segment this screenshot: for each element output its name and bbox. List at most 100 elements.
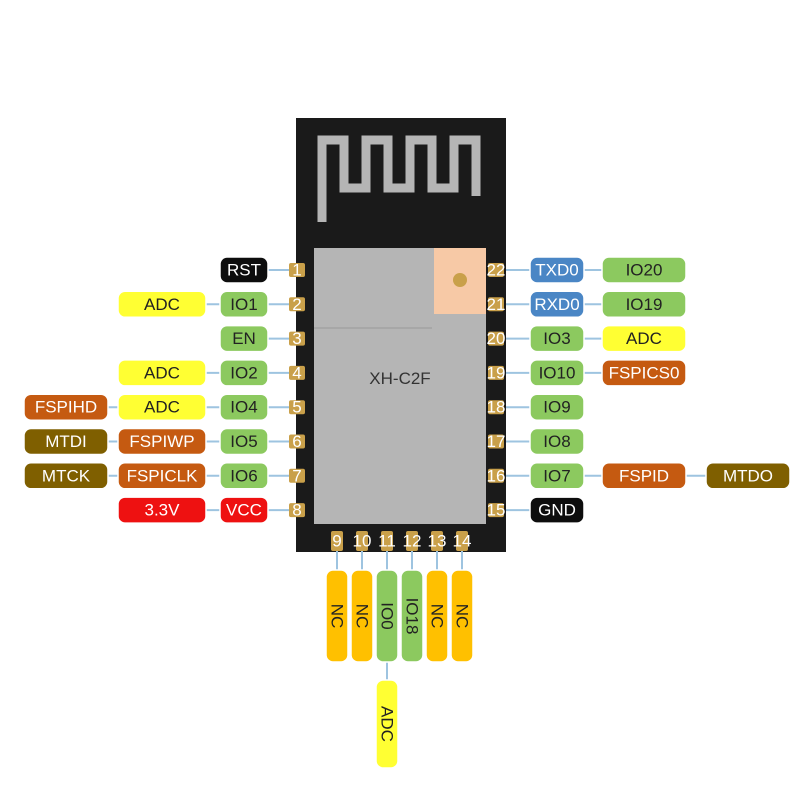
pad-left-3 [289, 331, 305, 346]
pin-11-label-1-box [375, 569, 399, 663]
pin-8-label-1-box [219, 496, 269, 524]
pin-17-label-1-box [529, 427, 585, 456]
pin-6-label-3-box [23, 427, 109, 456]
pin-12-label-1: IO18 [400, 569, 424, 663]
pad-number-22: 22 [487, 261, 506, 280]
pin-2-label-1-text: IO1 [230, 295, 257, 314]
pad-left-6 [289, 434, 305, 449]
pin-9-label-1-text: NC [328, 604, 347, 629]
pin-13-label-1: NC [425, 569, 449, 663]
pin-7-label-3: MTCK [23, 462, 109, 490]
pin-7-label-1: IO6 [219, 462, 269, 490]
pin-13-label-1-text: NC [428, 604, 447, 629]
pin-2-label-2-box [117, 290, 207, 319]
pin-11-label-2-box [375, 679, 399, 769]
pin-16-label-2: FSPID [601, 462, 687, 490]
pin-13-label-1-box [425, 569, 449, 663]
pin-19-label-2-text: FSPICS0 [609, 363, 680, 382]
pin-4-label-1: IO2 [219, 359, 269, 387]
pin-20-label-1: IO3 [529, 324, 585, 353]
pin-18-label-1: IO9 [529, 393, 585, 421]
pin-14-label-1-box [450, 569, 474, 663]
pad-number-14: 14 [453, 532, 472, 551]
pin-21-label-2-text: IO19 [626, 295, 663, 314]
pad-left-4 [289, 365, 305, 380]
pin-22-label-1-text: TXD0 [535, 261, 578, 280]
pin-6-label-3-text: MTDI [45, 432, 87, 451]
pad-left-7 [289, 468, 305, 483]
pad-left-5 [289, 400, 305, 415]
pad-number-4: 4 [292, 363, 301, 382]
pin-7-label-3-text: MTCK [42, 466, 91, 485]
pin-3-label-1: EN [219, 324, 269, 353]
pad-number-5: 5 [292, 398, 301, 417]
pin-17-label-1-text: IO8 [543, 432, 570, 451]
pad-number-3: 3 [292, 329, 301, 348]
pad-right-20 [488, 331, 504, 346]
pin-4-label-1-box [219, 359, 269, 387]
pin-20-label-2: ADC [601, 324, 687, 353]
pin-19-label-1: IO10 [529, 359, 585, 387]
antenna-pad-dot [453, 273, 467, 287]
pin-9-label-1: NC [325, 569, 349, 663]
pin-12-label-1-box [400, 569, 424, 663]
pin-21-label-1-text: RXD0 [534, 295, 579, 314]
pad-number-11: 11 [378, 532, 396, 551]
pin-6-label-3: MTDI [23, 427, 109, 456]
pin-7-label-3-box [23, 462, 109, 490]
pad-number-13: 13 [428, 532, 447, 551]
pin-15-label-1: GND [529, 496, 585, 524]
pin-8-label-2: 3.3V [117, 496, 207, 524]
pin-16-label-3: MTDO [705, 462, 791, 490]
pin-19-label-1-text: IO10 [539, 363, 576, 382]
pin-18-label-1-text: IO9 [543, 398, 570, 417]
pin-8-label-2-box [117, 496, 207, 524]
pad-right-18 [488, 400, 504, 415]
pin-22-label-2-box [601, 256, 687, 284]
pad-number-17: 17 [487, 432, 506, 451]
pin-11-label-2: ADC [375, 679, 399, 769]
pad-number-10: 10 [353, 532, 372, 551]
pad-number-21: 21 [487, 295, 506, 314]
pad-left-1 [289, 263, 305, 277]
pin-2-label-2: ADC [117, 290, 207, 319]
module-name: XH-C2F [369, 369, 430, 388]
pin-22-label-2-text: IO20 [626, 261, 663, 280]
pin-7-label-1-text: IO6 [230, 466, 257, 485]
pin-5-label-2-text: ADC [144, 398, 180, 417]
pad-number-7: 7 [292, 466, 301, 485]
pad-number-12: 12 [403, 532, 422, 551]
pin-8-label-2-text: 3.3V [145, 501, 181, 520]
pin-14-label-1: NC [450, 569, 474, 663]
pin-8-label-1: VCC [219, 496, 269, 524]
pin-10-label-1: NC [350, 569, 374, 663]
pin-11-label-2-text: ADC [378, 706, 397, 742]
pin-5-label-3-box [23, 393, 109, 421]
pad-bottom-13 [431, 531, 443, 551]
pin-5-label-2: ADC [117, 393, 207, 421]
pin-21-label-1: RXD0 [529, 290, 585, 319]
pin-16-label-1-box [529, 462, 585, 490]
pad-right-21 [488, 297, 504, 312]
pin-7-label-2: FSPICLK [117, 462, 207, 490]
pin-6-label-1-box [219, 427, 269, 456]
pad-right-17 [488, 434, 504, 449]
pin-5-label-1-box [219, 393, 269, 421]
pin-15-label-1-box [529, 496, 585, 524]
pin-14-label-1-text: NC [453, 604, 472, 629]
pin-19-label-1-box [529, 359, 585, 387]
pin-22-label-1: TXD0 [529, 256, 585, 284]
pin-20-label-1-text: IO3 [543, 329, 570, 348]
pin-20-label-2-text: ADC [626, 329, 662, 348]
pin-6-label-1-text: IO5 [230, 432, 257, 451]
pad-number-16: 16 [487, 466, 506, 485]
pad-right-15 [488, 503, 504, 518]
pin-10-label-1-box [350, 569, 374, 663]
pin-1-label-1: RST [219, 256, 269, 284]
pad-left-8 [289, 503, 305, 518]
pin-16-label-3-text: MTDO [723, 466, 773, 485]
pin-8-label-1-text: VCC [226, 501, 262, 520]
pin-5-label-3-text: FSPIHD [35, 398, 97, 417]
pin-11-label-1: IO0 [375, 569, 399, 663]
